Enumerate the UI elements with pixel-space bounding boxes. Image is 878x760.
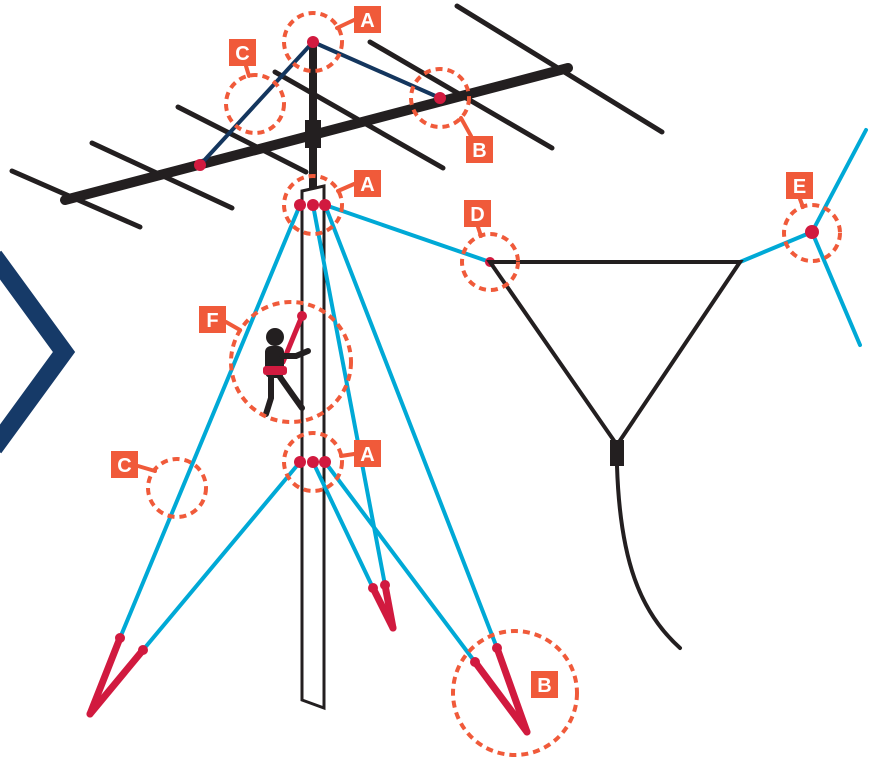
- callout-leader: [136, 464, 157, 473]
- callout-label: B: [472, 140, 486, 162]
- anchor-joint: [470, 657, 480, 667]
- climber-harness: [263, 366, 287, 375]
- callout-b-upper: B: [409, 67, 493, 163]
- callout-ring: [224, 73, 286, 135]
- attachment-point: [307, 456, 319, 468]
- anchor-joint: [138, 645, 148, 655]
- balun-box: [610, 440, 624, 466]
- callout-ring: [282, 431, 344, 493]
- attachment-point: [319, 199, 331, 211]
- attachment-point: [319, 456, 331, 468]
- callout-ring: [451, 629, 579, 757]
- anchor-joint: [492, 643, 502, 653]
- callout-tag: [786, 172, 813, 199]
- antenna-elements: [9, 3, 665, 230]
- callout-leader: [339, 452, 356, 458]
- anchor-right-a: [471, 658, 531, 736]
- callout-leader: [336, 182, 356, 193]
- callout-tag: [464, 200, 491, 227]
- callout-label: C: [117, 455, 131, 477]
- mast-hub: [305, 120, 321, 148]
- callout-tag: [354, 440, 381, 467]
- callout-tag: [354, 170, 381, 197]
- guy-wire-upper-left: [118, 203, 302, 640]
- anchor-center-b: [381, 581, 397, 632]
- callout-tag: [466, 136, 493, 163]
- climber-head: [266, 328, 284, 346]
- attachment-point: [434, 92, 446, 104]
- callout-label: B: [537, 675, 551, 697]
- attachment-point: [194, 159, 206, 171]
- callout-leader: [459, 116, 473, 138]
- guy-wire-lower-left: [141, 460, 302, 652]
- callout-ring: [282, 174, 344, 236]
- ground-anchors: [86, 580, 531, 736]
- callout-a-middle: A: [282, 170, 381, 236]
- callout-ring: [146, 457, 208, 519]
- anchor-left-b: [86, 646, 147, 718]
- callout-ring: [460, 232, 520, 292]
- callout-tag: [531, 671, 558, 698]
- anchor-joint: [380, 580, 390, 590]
- callout-label: F: [206, 310, 218, 332]
- callout-d: D: [460, 200, 520, 292]
- anchor-joint: [115, 633, 125, 643]
- callout-tag: [229, 39, 256, 66]
- callout-tag: [199, 306, 226, 333]
- climber-arm: [279, 348, 311, 359]
- callout-a-top: A: [282, 6, 381, 73]
- tree-branch-upper: [810, 128, 868, 234]
- attachment-points: [194, 36, 819, 468]
- anchor-left-a: [86, 634, 124, 718]
- callout-leader: [798, 197, 805, 209]
- guy-wire-lower-right: [323, 460, 477, 664]
- callout-label: A: [360, 444, 374, 466]
- callout-b-lower: B: [451, 629, 579, 757]
- callout-leader: [335, 18, 356, 30]
- climber-icon: [263, 311, 311, 417]
- coax-cable: [615, 464, 682, 650]
- callout-e: E: [782, 172, 842, 263]
- callout-ring: [282, 11, 344, 73]
- callout-tag: [111, 451, 138, 478]
- callout-ring: [409, 67, 471, 129]
- callout-c-lower: C: [111, 451, 208, 519]
- callouts: A C B A D: [111, 6, 842, 757]
- anchor-right-b: [493, 644, 531, 736]
- antenna-element-3: [175, 104, 309, 175]
- callout-leader: [244, 64, 251, 78]
- guy-wire-lower-center: [311, 460, 375, 590]
- dipole-antenna: [486, 260, 744, 449]
- dipole-end-wire: [738, 230, 814, 264]
- callout-leader: [224, 320, 242, 332]
- attachment-point: [294, 456, 306, 468]
- tree-branch-lower: [810, 230, 862, 347]
- attachment-point: [307, 36, 319, 48]
- callout-label: E: [793, 176, 806, 198]
- mast-pole: [300, 184, 326, 711]
- anchor-joint: [368, 583, 378, 593]
- attachment-point: [294, 199, 306, 211]
- callout-label: A: [360, 10, 374, 32]
- callout-label: D: [470, 204, 484, 226]
- callout-ring: [782, 203, 842, 263]
- callout-a-lower: A: [282, 431, 381, 493]
- attachment-point: [307, 199, 319, 211]
- callout-tag: [354, 6, 381, 33]
- callout-label: C: [235, 43, 249, 65]
- guy-wire-upper-center: [311, 203, 387, 587]
- lanyard-clip: [297, 311, 307, 321]
- callout-leader: [476, 225, 483, 238]
- climber-leg-left: [263, 374, 274, 417]
- callout-label: A: [360, 174, 374, 196]
- attachment-point: [805, 225, 819, 239]
- callout-c-upper: C: [224, 39, 286, 135]
- callout-f: F: [199, 300, 353, 424]
- callout-ring: [229, 300, 353, 424]
- climber-leg-right: [277, 374, 305, 411]
- guy-wire-upper-right: [323, 203, 499, 650]
- chevron-icon: [0, 250, 76, 454]
